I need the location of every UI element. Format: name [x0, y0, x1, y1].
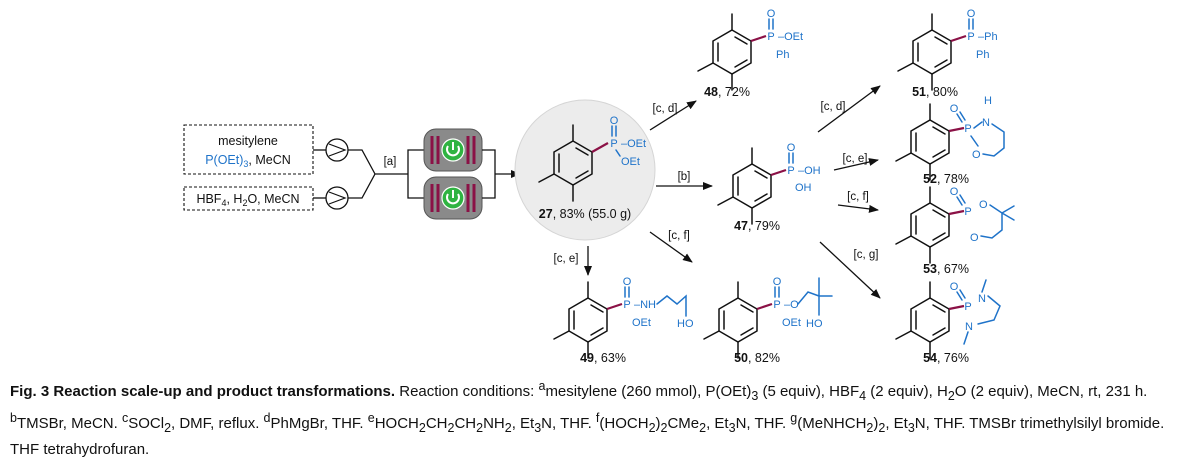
- cond-to-48: [c, d]: [653, 103, 678, 115]
- svg-text:Ph: Ph: [976, 49, 989, 61]
- svg-text:OEt: OEt: [632, 317, 651, 329]
- svg-text:O: O: [787, 142, 796, 154]
- svg-text:–OEt: –OEt: [621, 138, 646, 150]
- svg-text:HO: HO: [677, 318, 694, 330]
- svg-text:O: O: [970, 232, 979, 244]
- svg-text:O: O: [767, 8, 776, 20]
- mix-label: [a]: [384, 156, 397, 168]
- svg-text:P: P: [623, 299, 630, 311]
- feed-a-line2: P(OEt)3, MeCN: [205, 153, 291, 169]
- cond-to-47: [b]: [678, 171, 691, 183]
- structure-48: P O –OEt Ph: [697, 8, 803, 91]
- cond-to-54: [c, g]: [854, 249, 879, 261]
- cond-to-53: [c, f]: [847, 191, 869, 203]
- svg-text:O: O: [623, 276, 632, 288]
- structure-52: P O N H O: [895, 95, 1005, 181]
- label-47: 47, 79%: [734, 219, 780, 233]
- svg-text:N: N: [965, 321, 973, 333]
- svg-text:P: P: [964, 206, 971, 218]
- cond-to-49: [c, e]: [554, 253, 579, 265]
- svg-text:O: O: [950, 103, 959, 115]
- feed-box-a: mesitylene P(OEt)3, MeCN: [183, 124, 314, 175]
- svg-text:P: P: [610, 138, 617, 150]
- svg-text:O: O: [972, 149, 981, 161]
- svg-text:–OH: –OH: [798, 165, 821, 177]
- cond-to-50: [c, f]: [668, 230, 690, 242]
- reaction-scheme: mesitylene P(OEt)3, MeCN HBF4, H2O, MeCN…: [183, 8, 1015, 365]
- svg-text:O: O: [773, 276, 782, 288]
- svg-text:N: N: [978, 293, 986, 305]
- svg-text:–O: –O: [784, 299, 799, 311]
- pump-b-icon: [325, 186, 349, 210]
- feed-box-b: HBF4, H2O, MeCN: [183, 186, 314, 211]
- svg-text:N: N: [982, 117, 990, 129]
- label-50: 50, 82%: [734, 351, 780, 365]
- label-51: 51, 80%: [912, 85, 958, 99]
- caption-title: Reaction scale-up and product transforma…: [53, 383, 396, 400]
- svg-text:OEt: OEt: [621, 156, 640, 168]
- structure-50: P O –O OEt HO: [703, 276, 833, 359]
- svg-text:HO: HO: [806, 318, 823, 330]
- svg-text:–NH: –NH: [634, 299, 656, 311]
- svg-text:O: O: [610, 115, 619, 127]
- label-49: 49, 63%: [580, 351, 626, 365]
- label-52: 52, 78%: [923, 172, 969, 186]
- label-48: 48, 72%: [704, 85, 750, 99]
- reactor-b-icon: [423, 176, 483, 220]
- structure-47: P O –OH OH: [717, 142, 821, 225]
- svg-text:OEt: OEt: [782, 317, 801, 329]
- structure-49: P O –NH OEt HO: [553, 276, 694, 359]
- svg-text:P: P: [767, 31, 774, 43]
- label-53: 53, 67%: [923, 262, 969, 276]
- cond-to-51: [c, d]: [821, 101, 846, 113]
- structure-27: P O –OEt OEt: [538, 115, 646, 202]
- reactor-a-icon: [423, 128, 483, 172]
- figure-caption: Fig. 3 Reaction scale-up and product tra…: [10, 379, 1165, 458]
- cond-to-52: [c, e]: [843, 153, 868, 165]
- svg-text:P: P: [773, 299, 780, 311]
- svg-text:Ph: Ph: [776, 49, 789, 61]
- svg-text:P: P: [967, 31, 974, 43]
- svg-text:P: P: [787, 165, 794, 177]
- svg-text:O: O: [950, 186, 959, 198]
- svg-text:P: P: [964, 301, 971, 313]
- svg-text:O: O: [967, 8, 976, 20]
- caption-fig-label: Fig. 3: [10, 383, 50, 400]
- structure-51: P O –Ph Ph: [897, 8, 998, 91]
- svg-text:OH: OH: [795, 182, 812, 194]
- structure-53: P O O O: [895, 186, 1015, 264]
- feed-a-line1: mesitylene: [218, 134, 278, 148]
- product-27-highlight: [514, 99, 656, 241]
- svg-text:–OEt: –OEt: [778, 31, 803, 43]
- svg-text:P: P: [964, 123, 971, 135]
- feed-b-text: HBF4, H2O, MeCN: [196, 192, 299, 208]
- svg-text:H: H: [984, 95, 992, 107]
- label-54: 54, 76%: [923, 351, 969, 365]
- svg-text:O: O: [979, 199, 988, 211]
- svg-text:O: O: [950, 281, 959, 293]
- label-27: 27, 83% (55.0 g): [539, 207, 631, 221]
- pump-a-icon: [325, 138, 349, 162]
- structure-54: P O N N: [895, 279, 1001, 359]
- svg-text:–Ph: –Ph: [978, 31, 998, 43]
